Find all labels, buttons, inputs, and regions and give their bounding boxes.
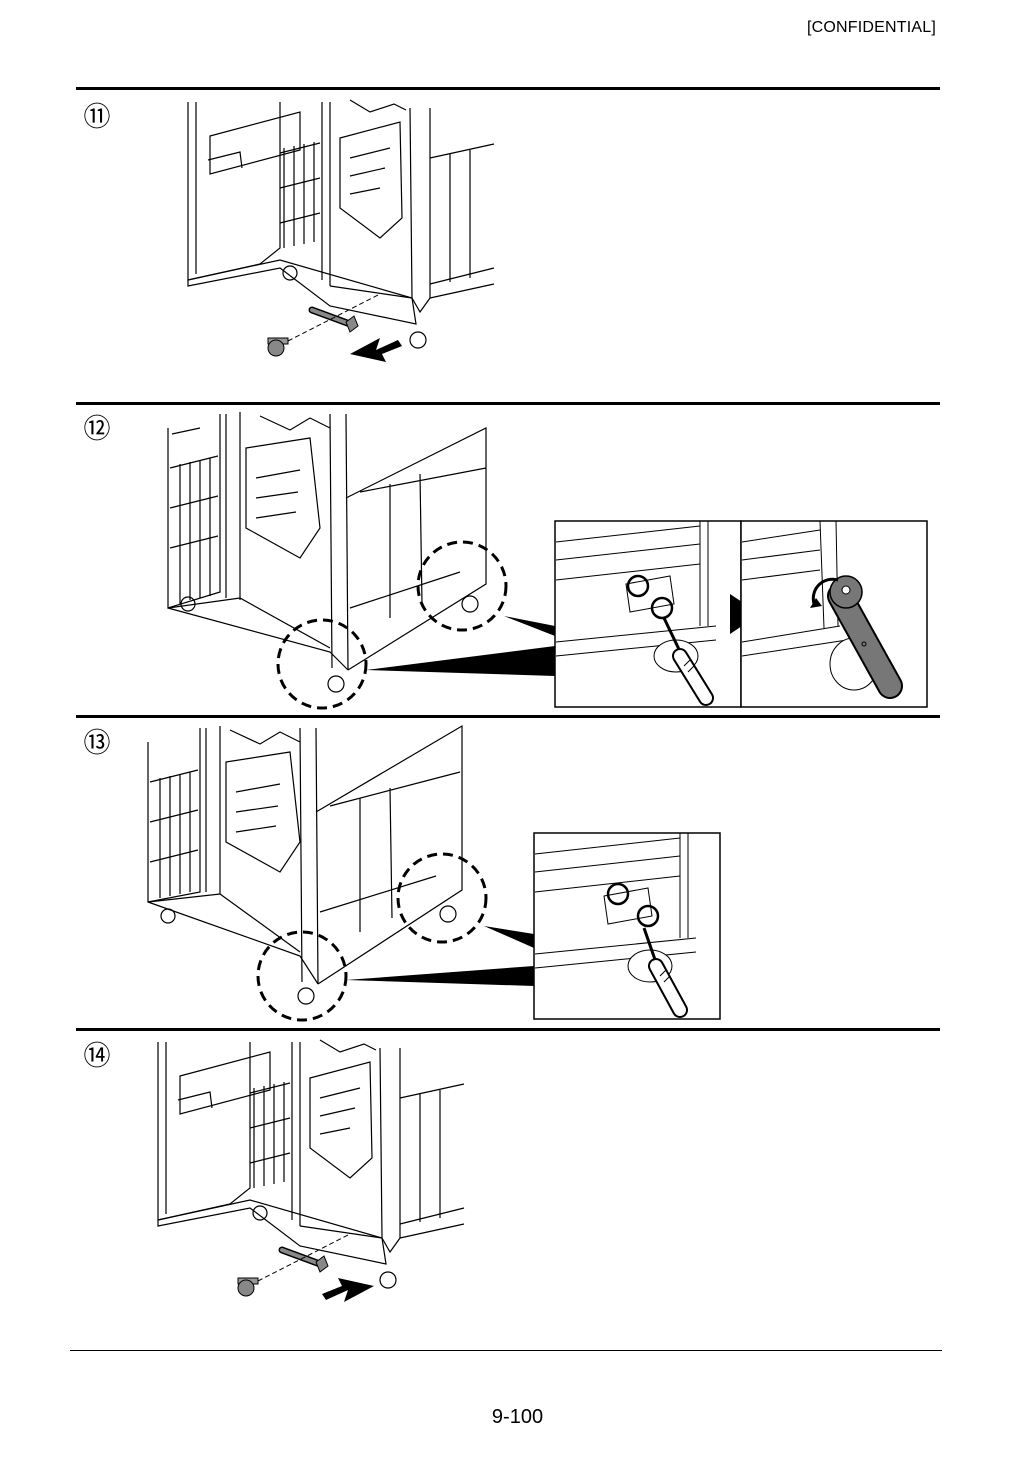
page-number: 9-100 — [491, 1406, 544, 1428]
section-divider — [76, 1028, 940, 1031]
section-divider — [76, 402, 940, 405]
caster-callout — [740, 520, 928, 708]
wrench-icon — [810, 575, 903, 699]
screw-icon — [267, 337, 289, 357]
screwdriver-icon — [642, 927, 688, 1018]
footer-divider — [70, 1350, 942, 1351]
step-number: ⑪ — [83, 102, 111, 133]
step-number: ⑭ — [83, 1041, 111, 1072]
step-number: ⑫ — [83, 414, 111, 445]
caster-highlight — [416, 540, 508, 632]
caster-highlight — [396, 852, 488, 944]
caster-highlight — [256, 930, 348, 1022]
section-divider — [76, 715, 940, 718]
arrow-out-icon — [350, 338, 402, 362]
confidential-label: [CONFIDENTIAL] — [806, 19, 936, 36]
arrow-in-icon — [322, 1278, 374, 1302]
step-12-illustration — [167, 412, 928, 710]
wrench-icon — [278, 1246, 329, 1273]
caster-callout — [554, 520, 742, 708]
step-14-illustration — [157, 1039, 465, 1302]
caster-callout — [533, 832, 721, 1020]
caster-highlight — [276, 618, 368, 710]
step-13-illustration — [147, 724, 721, 1022]
step-number: ⑬ — [83, 728, 111, 759]
section-divider — [76, 87, 940, 90]
step-11-illustration — [187, 99, 495, 362]
wrench-icon — [308, 306, 359, 333]
screw-icon — [237, 1277, 259, 1297]
screwdriver-icon — [662, 617, 714, 706]
